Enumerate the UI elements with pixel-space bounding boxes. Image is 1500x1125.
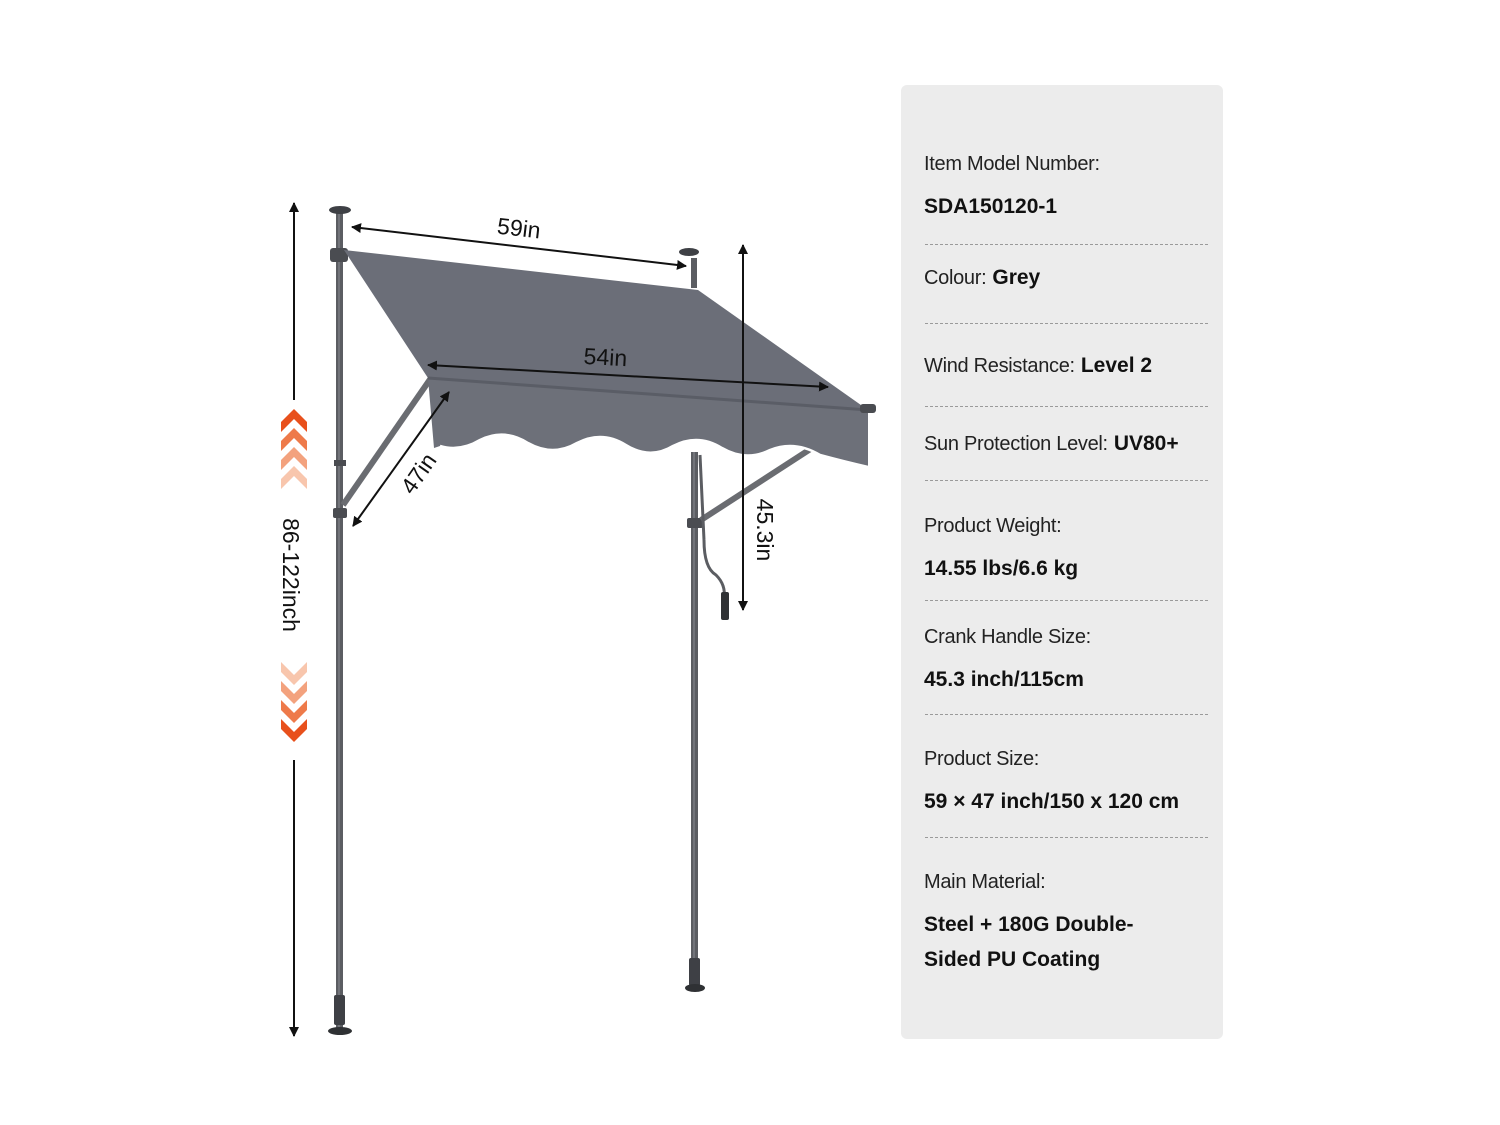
spec-sun-protection: Sun Protection Level:UV80+ xyxy=(924,432,1214,456)
spec-value: 14.55 lbs/6.6 kg xyxy=(924,557,1079,580)
spec-label: Wind Resistance: xyxy=(924,355,1075,377)
spec-label: Product Weight: xyxy=(924,515,1062,537)
projection-dimension: 47in xyxy=(352,391,450,527)
right-pole xyxy=(679,248,705,992)
spec-value: Steel + 180G Double-Sided PU Coating xyxy=(924,913,1134,971)
width-front-label: 54in xyxy=(583,343,628,371)
spec-value: UV80+ xyxy=(1113,432,1179,455)
divider xyxy=(925,323,1208,324)
divider xyxy=(925,600,1208,601)
spec-model-number: Item Model Number: SDA150120-1 xyxy=(924,153,1214,224)
down-chevrons-icon xyxy=(281,662,307,742)
divider xyxy=(925,714,1208,715)
divider xyxy=(925,244,1208,245)
spec-value: 45.3 inch/115cm xyxy=(924,668,1084,691)
left-pole xyxy=(328,206,352,1035)
spec-value: Grey xyxy=(992,266,1041,289)
spec-label: Colour: xyxy=(924,267,987,289)
width-front-dimension: 54in xyxy=(427,343,829,392)
crank-height-label: 45.3in xyxy=(752,499,778,562)
spec-wind-resistance: Wind Resistance:Level 2 xyxy=(924,354,1214,378)
pole-height-dimension: 86-122inch xyxy=(278,202,307,1037)
spec-label: Product Size: xyxy=(924,748,1040,770)
spec-label: Sun Protection Level: xyxy=(924,433,1108,455)
awning-illustration: 86-122inch xyxy=(278,202,876,1037)
spec-label: Crank Handle Size: xyxy=(924,626,1091,648)
spec-crank-handle-size: Crank Handle Size: 45.3 inch/115cm xyxy=(924,626,1214,697)
width-top-label: 59in xyxy=(496,213,542,244)
pole-height-label: 86-122inch xyxy=(278,518,304,632)
spec-value: Level 2 xyxy=(1080,354,1153,377)
divider xyxy=(925,406,1208,407)
crank-height-dimension: 45.3in xyxy=(738,244,778,611)
width-top-dimension: 59in xyxy=(351,213,687,270)
spec-label: Item Model Number: xyxy=(924,153,1100,175)
specifications-panel: Item Model Number: SDA150120-1 Colour:Gr… xyxy=(901,85,1223,1039)
divider xyxy=(925,480,1208,481)
spec-colour: Colour:Grey xyxy=(924,266,1214,290)
divider xyxy=(925,837,1208,838)
spec-value: SDA150120-1 xyxy=(924,195,1058,218)
spec-main-material: Main Material: Steel + 180G Double-Sided… xyxy=(924,871,1154,977)
spec-product-weight: Product Weight: 14.55 lbs/6.6 kg xyxy=(924,515,1214,586)
spec-label: Main Material: xyxy=(924,871,1046,893)
up-chevrons-icon xyxy=(281,409,307,489)
spec-value: 59 × 47 inch/150 x 120 cm xyxy=(924,790,1180,813)
spec-product-size: Product Size: 59 × 47 inch/150 x 120 cm xyxy=(924,748,1214,819)
crank-handle-icon xyxy=(698,454,729,620)
